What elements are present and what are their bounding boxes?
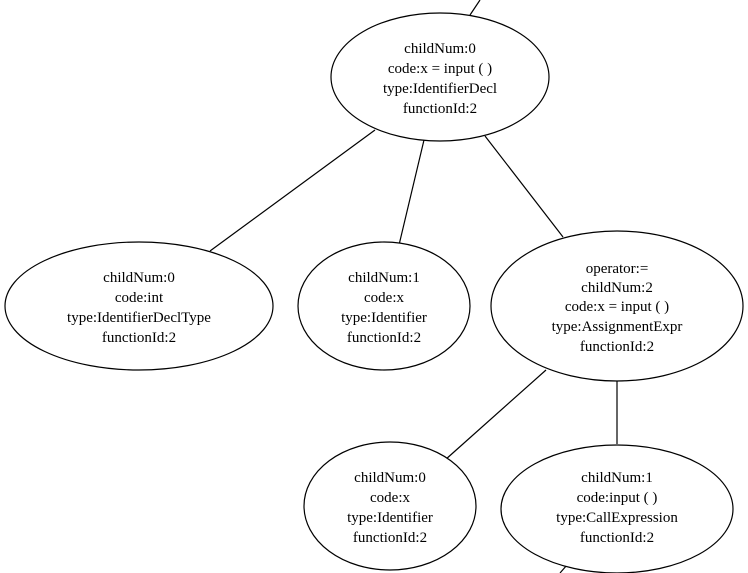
node-label-line: operator:= [586,261,649,277]
node-label-line: functionId:2 [102,330,176,346]
node-label-line: type:IdentifierDeclType [67,310,211,326]
node-label-line: functionId:2 [347,330,421,346]
node-label-line: childNum:0 [354,470,426,486]
edge-assignment-to-identifier [444,369,547,461]
edge-root-to-decl-type [209,129,376,252]
node-label-line: functionId:2 [403,101,477,117]
node-identifier-decl-type[interactable]: childNum:0 code:int type:IdentifierDeclT… [4,241,274,371]
edge-parent-to-root [469,0,481,16]
node-label-line: type:Identifier [341,310,427,326]
node-identifier-decl[interactable]: childNum:0 code:x = input ( ) type:Ident… [330,12,550,142]
node-call-expression[interactable]: childNum:1 code:input ( ) type:CallExpre… [500,444,734,573]
edge-root-to-identifier [398,139,425,246]
node-assign-identifier[interactable]: childNum:0 code:x type:Identifier functi… [303,441,477,571]
node-label-line: type:AssignmentExpr [552,319,683,335]
node-label-line: type:CallExpression [556,510,678,526]
node-label-line: code:int [115,290,164,306]
node-label-line: type:Identifier [347,510,433,526]
node-label-line: code:input ( ) [577,490,658,506]
node-identifier[interactable]: childNum:1 code:x type:Identifier functi… [297,241,471,371]
node-label-line: code:x [370,490,410,506]
node-label-line: code:x = input ( ) [565,299,669,315]
node-label-line: childNum:1 [348,270,420,286]
node-label-line: type:IdentifierDecl [383,81,497,97]
edge-root-to-assignment [484,135,564,238]
node-label-line: childNum:2 [581,280,653,296]
node-label-line: childNum:0 [103,270,175,286]
node-assignment-expr[interactable]: operator:= childNum:2 code:x = input ( )… [490,230,744,382]
node-label-line: functionId:2 [353,530,427,546]
node-label-line: childNum:0 [404,41,476,57]
node-label-line: functionId:2 [580,530,654,546]
node-label-line: childNum:1 [581,470,653,486]
node-label-line: functionId:2 [580,339,654,355]
node-label-line: code:x = input ( ) [388,61,492,77]
node-label-line: code:x [364,290,404,306]
